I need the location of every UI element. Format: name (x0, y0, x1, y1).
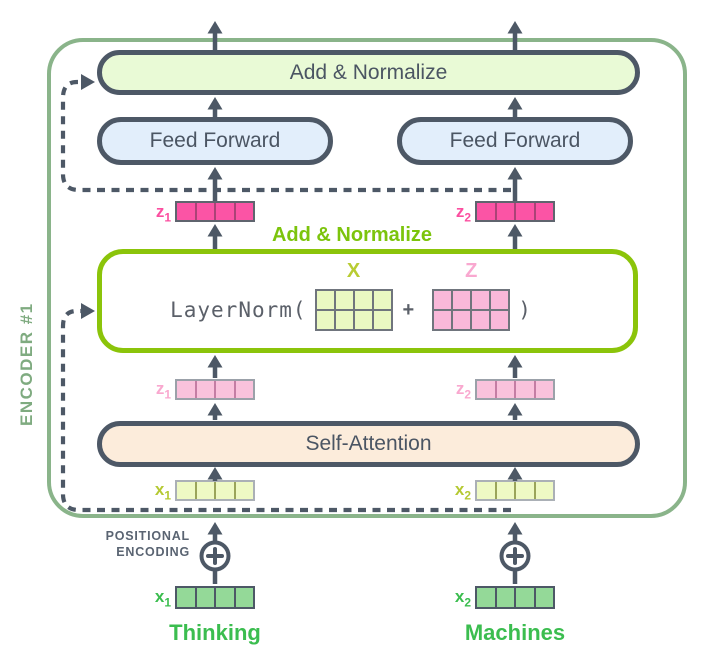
close-paren: ) (518, 298, 531, 322)
arrow-plus-to-encoder-right (507, 522, 523, 543)
z2-attention-vector (475, 379, 555, 400)
x-matrix-grid (314, 289, 393, 331)
feed-forward-left-label: Feed Forward (149, 129, 281, 152)
positional-encoding-label: POSITIONAL ENCODING (105, 529, 190, 559)
x1-embedding-label: x1 (154, 480, 171, 503)
x1-input-vector (175, 586, 255, 609)
x-matrix-label: X (346, 260, 361, 282)
add-normalize-top-label: Add & Normalize (289, 60, 448, 84)
plus-operator: + (402, 298, 415, 321)
z-matrix-label: Z (465, 260, 478, 282)
add-normalize-top-box: Add & Normalize (97, 50, 640, 95)
self-attention-box: Self-Attention (97, 421, 640, 467)
encoder-frame (47, 38, 687, 518)
z1-output-label: z1 (155, 202, 171, 225)
feed-forward-right-label: Feed Forward (449, 129, 581, 152)
self-attention-label: Self-Attention (305, 432, 432, 455)
layernorm-box: LayerNorm( X + Z ) (97, 249, 638, 353)
plus-circle-icon-right (499, 540, 531, 572)
x-matrix-wrap: X (314, 260, 393, 331)
x1-input-label: x1 (154, 587, 171, 610)
x1-embedding-vector (175, 480, 255, 501)
z2-output-vector (475, 201, 555, 222)
x2-input-label: x2 (454, 587, 471, 610)
x2-input-vector (475, 586, 555, 609)
z1-attention-label: z1 (155, 379, 171, 402)
z2-output-label: z2 (455, 202, 471, 225)
z1-attention-vector (175, 379, 255, 400)
encoder-title: ENCODER #1 (17, 302, 36, 426)
x2-embedding-vector (475, 480, 555, 501)
x2-embedding-label: x2 (454, 480, 471, 503)
arrow-plus-to-encoder-left (207, 522, 223, 543)
plus-circle-icon-left (199, 540, 231, 572)
z-matrix-grid (432, 289, 511, 331)
z-matrix-wrap: Z (432, 260, 511, 331)
add-normalize-mid-label: Add & Normalize (271, 224, 433, 246)
token-word-thinking: Thinking (169, 620, 261, 645)
z2-attention-label: z2 (455, 379, 471, 402)
z1-output-vector (175, 201, 255, 222)
feed-forward-left-box: Feed Forward (97, 117, 333, 165)
token-word-machines: Machines (464, 620, 566, 645)
layernorm-call-text: LayerNorm( (170, 298, 307, 322)
feed-forward-right-box: Feed Forward (397, 117, 633, 165)
